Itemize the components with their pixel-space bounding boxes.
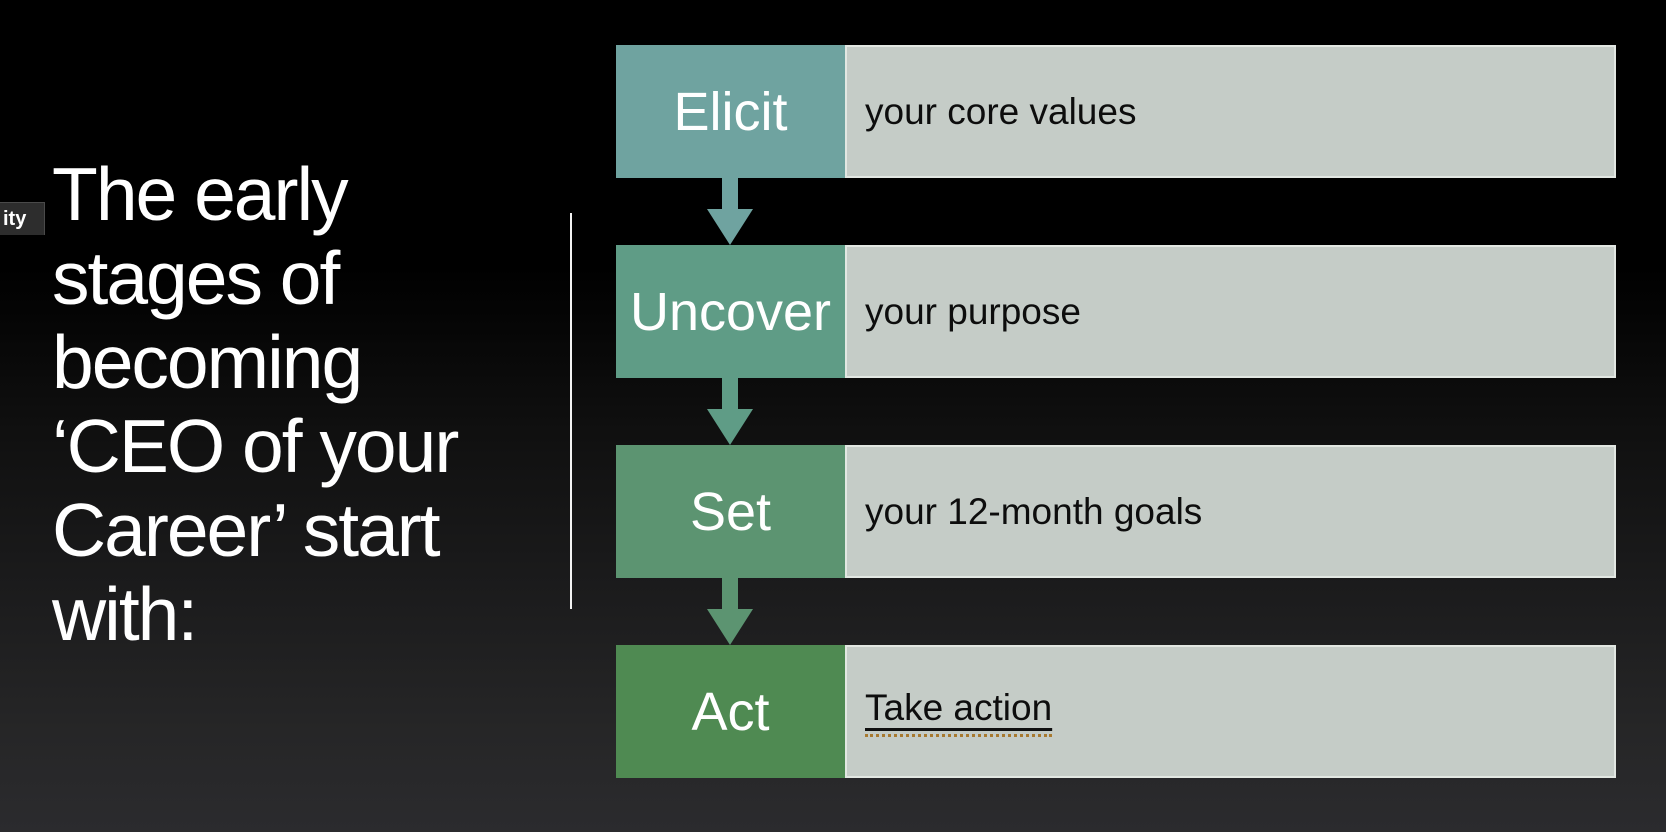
down-arrow-connector[interactable] xyxy=(707,377,753,445)
step-description-text: your core values xyxy=(865,90,1137,132)
collaborator-tag[interactable]: ity xyxy=(0,202,45,235)
step-verb-label: Uncover xyxy=(629,281,832,342)
step-description-box[interactable]: Take action xyxy=(845,645,1616,778)
step-verb-label: Set xyxy=(689,481,772,542)
process-step-row: Elicit your core values xyxy=(616,45,1616,178)
down-arrow-icon xyxy=(707,609,753,645)
step-description-box[interactable]: your 12-month goals xyxy=(845,445,1616,578)
process-step-row: Set your 12-month goals xyxy=(616,445,1616,578)
down-arrow-stem xyxy=(722,177,738,210)
process-step-row: Uncover your purpose xyxy=(616,245,1616,378)
step-verb-label: Act xyxy=(691,681,770,742)
step-description-text: your 12-month goals xyxy=(865,490,1203,532)
step-description-box[interactable]: your purpose xyxy=(845,245,1616,378)
collaborator-tag-label: ity xyxy=(3,207,27,230)
down-arrow-icon xyxy=(707,209,753,245)
process-step-row: Act Take action xyxy=(616,645,1616,778)
down-arrow-stem xyxy=(722,577,738,610)
step-verb-box[interactable]: Elicit xyxy=(616,45,845,178)
down-arrow-icon xyxy=(707,409,753,445)
step-verb-box[interactable]: Set xyxy=(616,445,845,578)
step-verb-label: Elicit xyxy=(673,81,788,142)
down-arrow-connector[interactable] xyxy=(707,577,753,645)
slide-title[interactable]: The early stages of becoming ‘CEO of you… xyxy=(52,152,459,656)
down-arrow-stem xyxy=(722,377,738,410)
down-arrow-connector[interactable] xyxy=(707,177,753,245)
step-verb-box[interactable]: Uncover xyxy=(616,245,845,378)
step-description-text-underlined: Take action xyxy=(865,687,1053,737)
vertical-divider-line xyxy=(570,213,572,609)
step-verb-box[interactable]: Act xyxy=(616,645,845,778)
step-description-text: your purpose xyxy=(865,290,1081,332)
step-description-box[interactable]: your core values xyxy=(845,45,1616,178)
